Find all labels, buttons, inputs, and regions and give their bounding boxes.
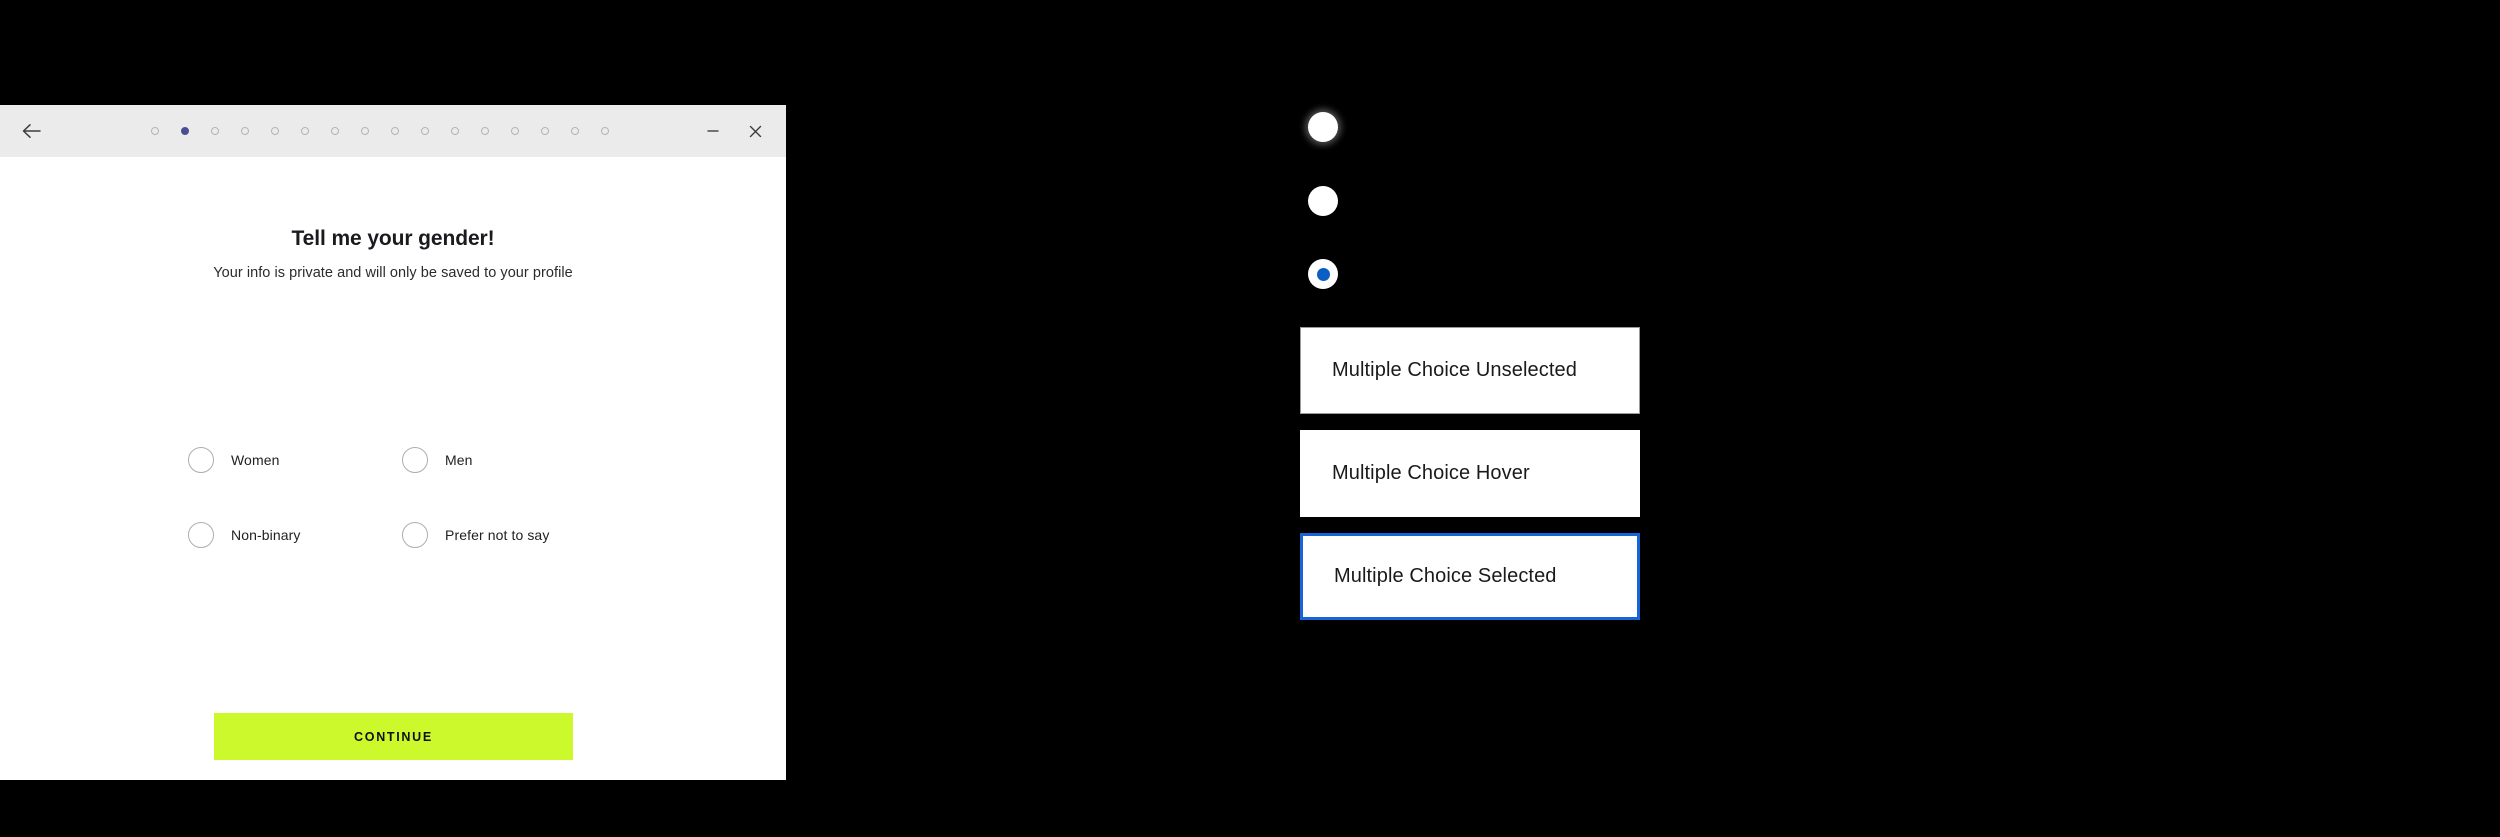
progress-dot-10[interactable]: [410, 127, 440, 135]
spec-multiple-choice-selected-label: Multiple Choice Selected: [1334, 565, 1557, 587]
onboarding-card: Tell me your gender! Your info is privat…: [0, 157, 786, 780]
spec-radio-hover[interactable]: [1308, 186, 1338, 216]
progress-dot-1[interactable]: [140, 127, 170, 135]
window-titlebar: [0, 105, 786, 157]
option-non-binary[interactable]: Non-binary: [188, 522, 402, 548]
spec-multiple-choice-unselected[interactable]: Multiple Choice Unselected: [1300, 327, 1640, 414]
progress-dot-7[interactable]: [320, 127, 350, 135]
option-label-men: Men: [445, 452, 473, 468]
page-title: Tell me your gender!: [291, 227, 495, 250]
progress-dot-13[interactable]: [500, 127, 530, 135]
radio-icon-men[interactable]: [402, 447, 428, 473]
spec-multiple-choice-selected[interactable]: Multiple Choice Selected: [1300, 533, 1640, 620]
option-men[interactable]: Men: [402, 447, 616, 473]
page-subtitle: Your info is private and will only be sa…: [213, 265, 573, 281]
continue-button[interactable]: CONTINUE: [214, 713, 573, 760]
close-icon[interactable]: [738, 114, 772, 148]
progress-dot-5[interactable]: [260, 127, 290, 135]
progress-dot-3[interactable]: [200, 127, 230, 135]
radio-icon-prefer-not-to-say[interactable]: [402, 522, 428, 548]
option-women[interactable]: Women: [188, 447, 402, 473]
progress-dot-14[interactable]: [530, 127, 560, 135]
spec-multiple-choice-hover[interactable]: Multiple Choice Hover: [1300, 430, 1640, 517]
progress-dots: [140, 127, 620, 135]
progress-dot-16[interactable]: [590, 127, 620, 135]
radio-icon-women[interactable]: [188, 447, 214, 473]
spec-radio-selected[interactable]: [1308, 259, 1338, 289]
progress-dot-2[interactable]: [170, 127, 200, 135]
progress-dot-8[interactable]: [350, 127, 380, 135]
spec-multiple-choice-hover-label: Multiple Choice Hover: [1332, 462, 1530, 484]
spec-radio-unselected[interactable]: [1308, 112, 1338, 142]
minimize-icon[interactable]: [696, 114, 730, 148]
gender-options-group: Women Men Non-binary Prefer not to say: [188, 447, 618, 548]
option-prefer-not-to-say[interactable]: Prefer not to say: [402, 522, 616, 548]
radio-selected-dot: [1316, 267, 1330, 281]
option-label-prefer-not-to-say: Prefer not to say: [445, 527, 550, 543]
back-arrow-icon[interactable]: [14, 114, 48, 148]
progress-dot-11[interactable]: [440, 127, 470, 135]
window-controls: [696, 114, 772, 148]
progress-dot-4[interactable]: [230, 127, 260, 135]
spec-multiple-choice-unselected-label: Multiple Choice Unselected: [1332, 359, 1577, 381]
radio-icon-non-binary[interactable]: [188, 522, 214, 548]
progress-dot-12[interactable]: [470, 127, 500, 135]
progress-dot-6[interactable]: [290, 127, 320, 135]
option-label-non-binary: Non-binary: [231, 527, 301, 543]
progress-dot-9[interactable]: [380, 127, 410, 135]
progress-dot-15[interactable]: [560, 127, 590, 135]
option-label-women: Women: [231, 452, 280, 468]
app-window: Tell me your gender! Your info is privat…: [0, 105, 786, 780]
